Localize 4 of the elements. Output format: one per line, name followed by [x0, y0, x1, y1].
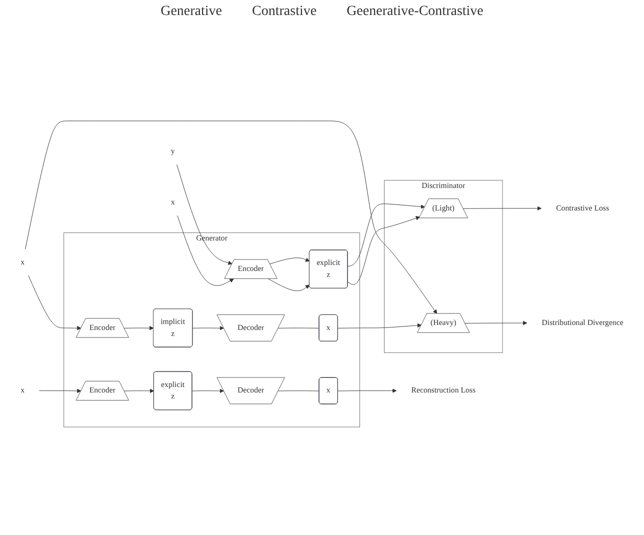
row-label: Contrastive — [252, 4, 317, 20]
connector — [278, 390, 320, 392]
row-label: Generative — [160, 4, 222, 20]
row-label: Geenerative-Contrastive — [346, 4, 484, 20]
